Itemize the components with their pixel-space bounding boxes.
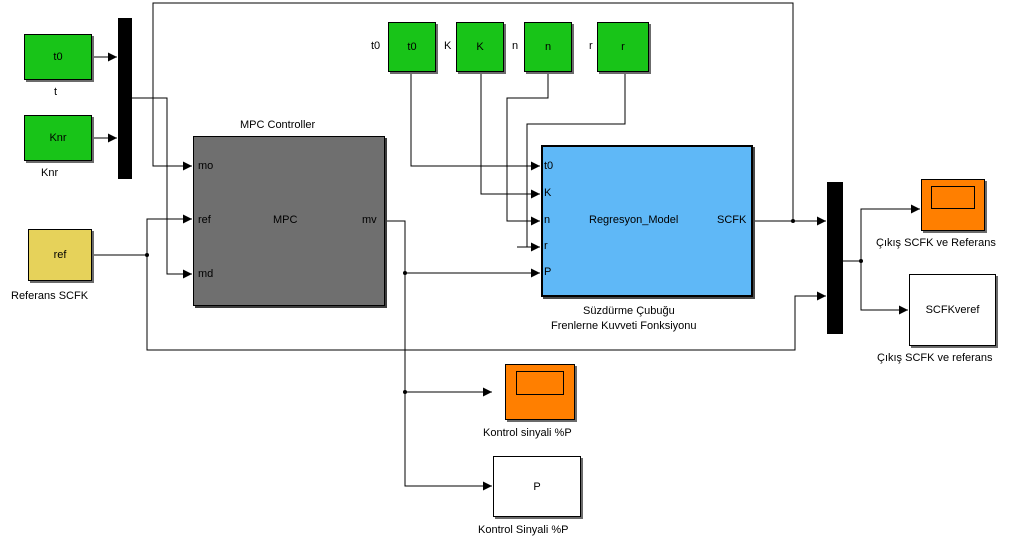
line-mv-to-scope [404, 273, 492, 397]
control-scope-block[interactable] [505, 364, 575, 420]
t0-constant-block[interactable]: t0 [24, 34, 92, 80]
mpc-port-md: md [198, 268, 214, 280]
mpc-port-mv: mv [362, 214, 377, 226]
line-t0-model [410, 72, 540, 171]
branch-point [791, 219, 795, 223]
line-mv-to-display [404, 392, 492, 491]
top-n-side-label: n [512, 40, 519, 52]
line-n-model [506, 72, 549, 226]
model-port-t0: t0 [544, 160, 554, 172]
scope-screen-icon [516, 371, 564, 395]
scope-screen-icon [931, 186, 975, 209]
top-r-constant-block[interactable]: r [597, 22, 649, 72]
branch-point [403, 390, 407, 394]
model-port-k: K [544, 187, 552, 199]
model-port-r: r [544, 240, 548, 252]
top-k-text: K [476, 41, 484, 53]
top-n-text: n [544, 41, 552, 53]
branch-point [403, 271, 407, 275]
input-mux-block[interactable] [118, 18, 132, 179]
mpc-controller-block[interactable]: mo ref md MPC mv [193, 136, 385, 306]
output-display-label: Çıkış SCFK ve referans [877, 352, 993, 364]
mpc-center-text: MPC [273, 214, 298, 226]
t0-constant-label: t [54, 86, 58, 98]
top-n-constant-block[interactable]: n [524, 22, 572, 72]
top-t0-constant-block[interactable]: t0 [388, 22, 436, 72]
control-display-block[interactable]: P [493, 456, 581, 517]
line-outmux-scope [843, 204, 920, 262]
mpc-port-ref: ref [198, 214, 211, 226]
model-label-line1: Süzdürme Çubuğu [583, 305, 675, 317]
branch-point [145, 253, 149, 257]
line-ref-to-mpc [93, 214, 192, 256]
top-r-side-label: r [589, 40, 593, 52]
line-r-model [526, 72, 626, 247]
top-t0-side-label: t0 [371, 40, 381, 52]
mpc-port-mo: mo [198, 160, 214, 172]
model-port-n: n [544, 214, 551, 226]
output-mux-block[interactable] [827, 182, 843, 334]
line-k-model [480, 72, 540, 199]
model-center-text: Regresyon_Model [589, 214, 679, 226]
line-mux-to-md [132, 97, 192, 279]
line-outmux-display [860, 261, 908, 315]
top-k-constant-block[interactable]: K [456, 22, 504, 72]
output-display-text: SCFKveref [925, 304, 980, 316]
output-scope-block[interactable] [921, 179, 985, 231]
control-scope-label: Kontrol sinyali %P [483, 427, 572, 439]
t0-constant-text: t0 [53, 51, 63, 63]
ref-constant-text: ref [53, 249, 67, 261]
regression-model-block[interactable]: t0 K n r P Regresyon_Model SCFK [541, 145, 753, 297]
line-scfk-to-mo [152, 2, 794, 221]
branch-point [859, 259, 863, 263]
model-label-line2: Frenlerne Kuvveti Fonksiyonu [551, 320, 697, 332]
control-display-text: P [533, 480, 541, 493]
line-ref-to-outmux [146, 255, 826, 351]
output-display-block[interactable]: SCFKveref [909, 274, 996, 346]
model-port-p: P [544, 266, 552, 278]
mpc-controller-title: MPC Controller [240, 119, 316, 131]
top-t0-text: t0 [407, 41, 417, 53]
knr-constant-block[interactable]: Knr [24, 115, 92, 161]
model-port-scfk: SCFK [717, 214, 747, 226]
line-mv-to-p [385, 220, 540, 278]
ref-constant-block[interactable]: ref [28, 229, 92, 281]
top-r-text: r [621, 41, 625, 53]
output-scope-label: Çıkış SCFK ve Referans [876, 237, 996, 249]
knr-constant-label: Knr [41, 167, 59, 179]
knr-constant-text: Knr [49, 132, 67, 144]
top-k-side-label: K [444, 40, 452, 52]
ref-constant-label: Referans SCFK [11, 290, 89, 302]
control-display-label: Kontrol Sinyali %P [478, 524, 569, 536]
